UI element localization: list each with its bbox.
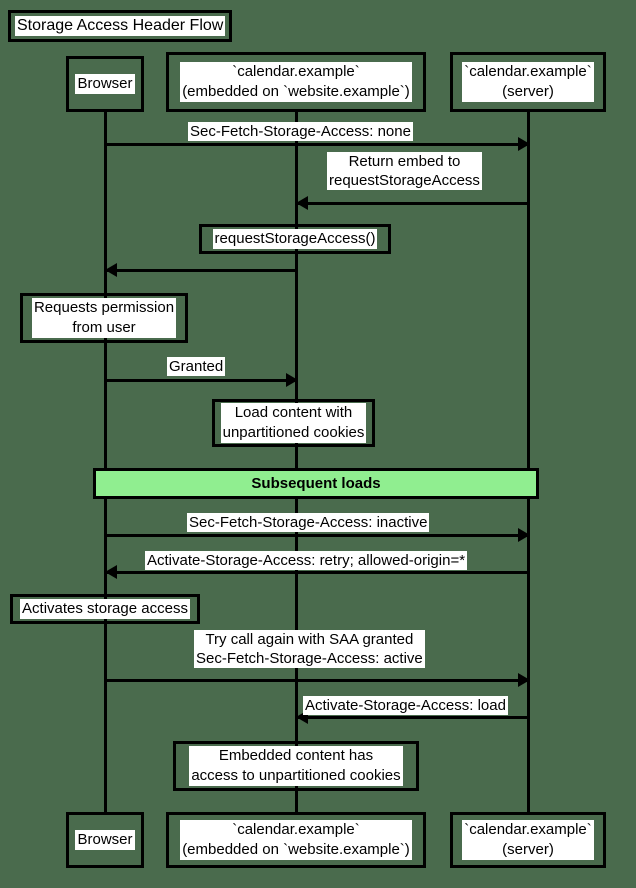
message-label-m1: Sec-Fetch-Storage-Access: none bbox=[188, 122, 413, 141]
message-line-m8 bbox=[296, 716, 528, 719]
message-line-m2 bbox=[296, 202, 528, 205]
message-arrowhead-m6 bbox=[105, 565, 117, 579]
message-line-m5 bbox=[105, 534, 528, 537]
lifeline-server bbox=[527, 112, 530, 812]
message-label-m4: Granted bbox=[167, 357, 226, 376]
divider-subsequent-loads: Subsequent loads bbox=[93, 468, 539, 499]
participant-embed-bottom-label: `calendar.example` (embedded on `website… bbox=[180, 820, 412, 860]
message-arrowhead-m1 bbox=[518, 137, 530, 151]
note-activates-storage-access-label: Activates storage access bbox=[20, 599, 190, 619]
participant-server-bottom-label: `calendar.example` (server) bbox=[462, 820, 594, 860]
message-arrowhead-m5 bbox=[518, 528, 530, 542]
message-label-box-m3: requestStorageAccess() bbox=[199, 224, 391, 254]
message-arrowhead-m3 bbox=[105, 263, 117, 277]
message-label-m7: Try call again with SAA granted Sec-Fetc… bbox=[194, 630, 425, 668]
participant-server-top[interactable]: `calendar.example` (server) bbox=[450, 52, 606, 112]
participant-embed-top[interactable]: `calendar.example` (embedded on `website… bbox=[166, 52, 426, 112]
note-load-content: Load content with unpartitioned cookies bbox=[212, 399, 375, 447]
message-line-m6 bbox=[105, 571, 528, 574]
message-label-m2: Return embed to requestStorageAccess bbox=[327, 152, 482, 190]
message-line-m3 bbox=[105, 269, 296, 272]
message-label-m6: Activate-Storage-Access: retry; allowed-… bbox=[145, 551, 468, 570]
note-activates-storage-access: Activates storage access bbox=[10, 594, 200, 624]
participant-embed-top-label: `calendar.example` (embedded on `website… bbox=[180, 62, 412, 102]
note-load-content-label: Load content with unpartitioned cookies bbox=[220, 403, 367, 443]
message-line-m4 bbox=[105, 379, 296, 382]
participant-embed-bottom[interactable]: `calendar.example` (embedded on `website… bbox=[166, 812, 426, 868]
participant-server-bottom[interactable]: `calendar.example` (server) bbox=[450, 812, 606, 868]
note-requests-permission: Requests permission from user bbox=[20, 293, 188, 343]
message-line-m1 bbox=[105, 143, 528, 146]
lifeline-browser bbox=[104, 112, 107, 812]
note-requests-permission-label: Requests permission from user bbox=[31, 298, 177, 338]
message-label-m5: Sec-Fetch-Storage-Access: inactive bbox=[187, 513, 430, 532]
participant-browser-bottom-label: Browser bbox=[75, 830, 135, 850]
message-label-m3: requestStorageAccess() bbox=[212, 229, 378, 249]
divider-subsequent-loads-label: Subsequent loads bbox=[251, 474, 381, 492]
diagram-title: Storage Access Header Flow bbox=[8, 10, 233, 42]
message-line-m7 bbox=[105, 679, 528, 682]
message-arrowhead-m2 bbox=[296, 196, 308, 210]
message-label-m8: Activate-Storage-Access: load bbox=[303, 696, 508, 715]
note-embedded-content-access: Embedded content has access to unpartiti… bbox=[173, 741, 419, 791]
diagram-title-text: Storage Access Header Flow bbox=[15, 16, 226, 36]
note-embedded-content-access-label: Embedded content has access to unpartiti… bbox=[189, 746, 403, 786]
participant-browser-top-label: Browser bbox=[75, 74, 135, 94]
participant-browser-top[interactable]: Browser bbox=[66, 56, 144, 112]
lifeline-embed bbox=[295, 112, 298, 812]
message-arrowhead-m7 bbox=[518, 673, 530, 687]
participant-browser-bottom[interactable]: Browser bbox=[66, 812, 144, 868]
participant-server-top-label: `calendar.example` (server) bbox=[462, 62, 594, 102]
message-arrowhead-m4 bbox=[286, 373, 298, 387]
